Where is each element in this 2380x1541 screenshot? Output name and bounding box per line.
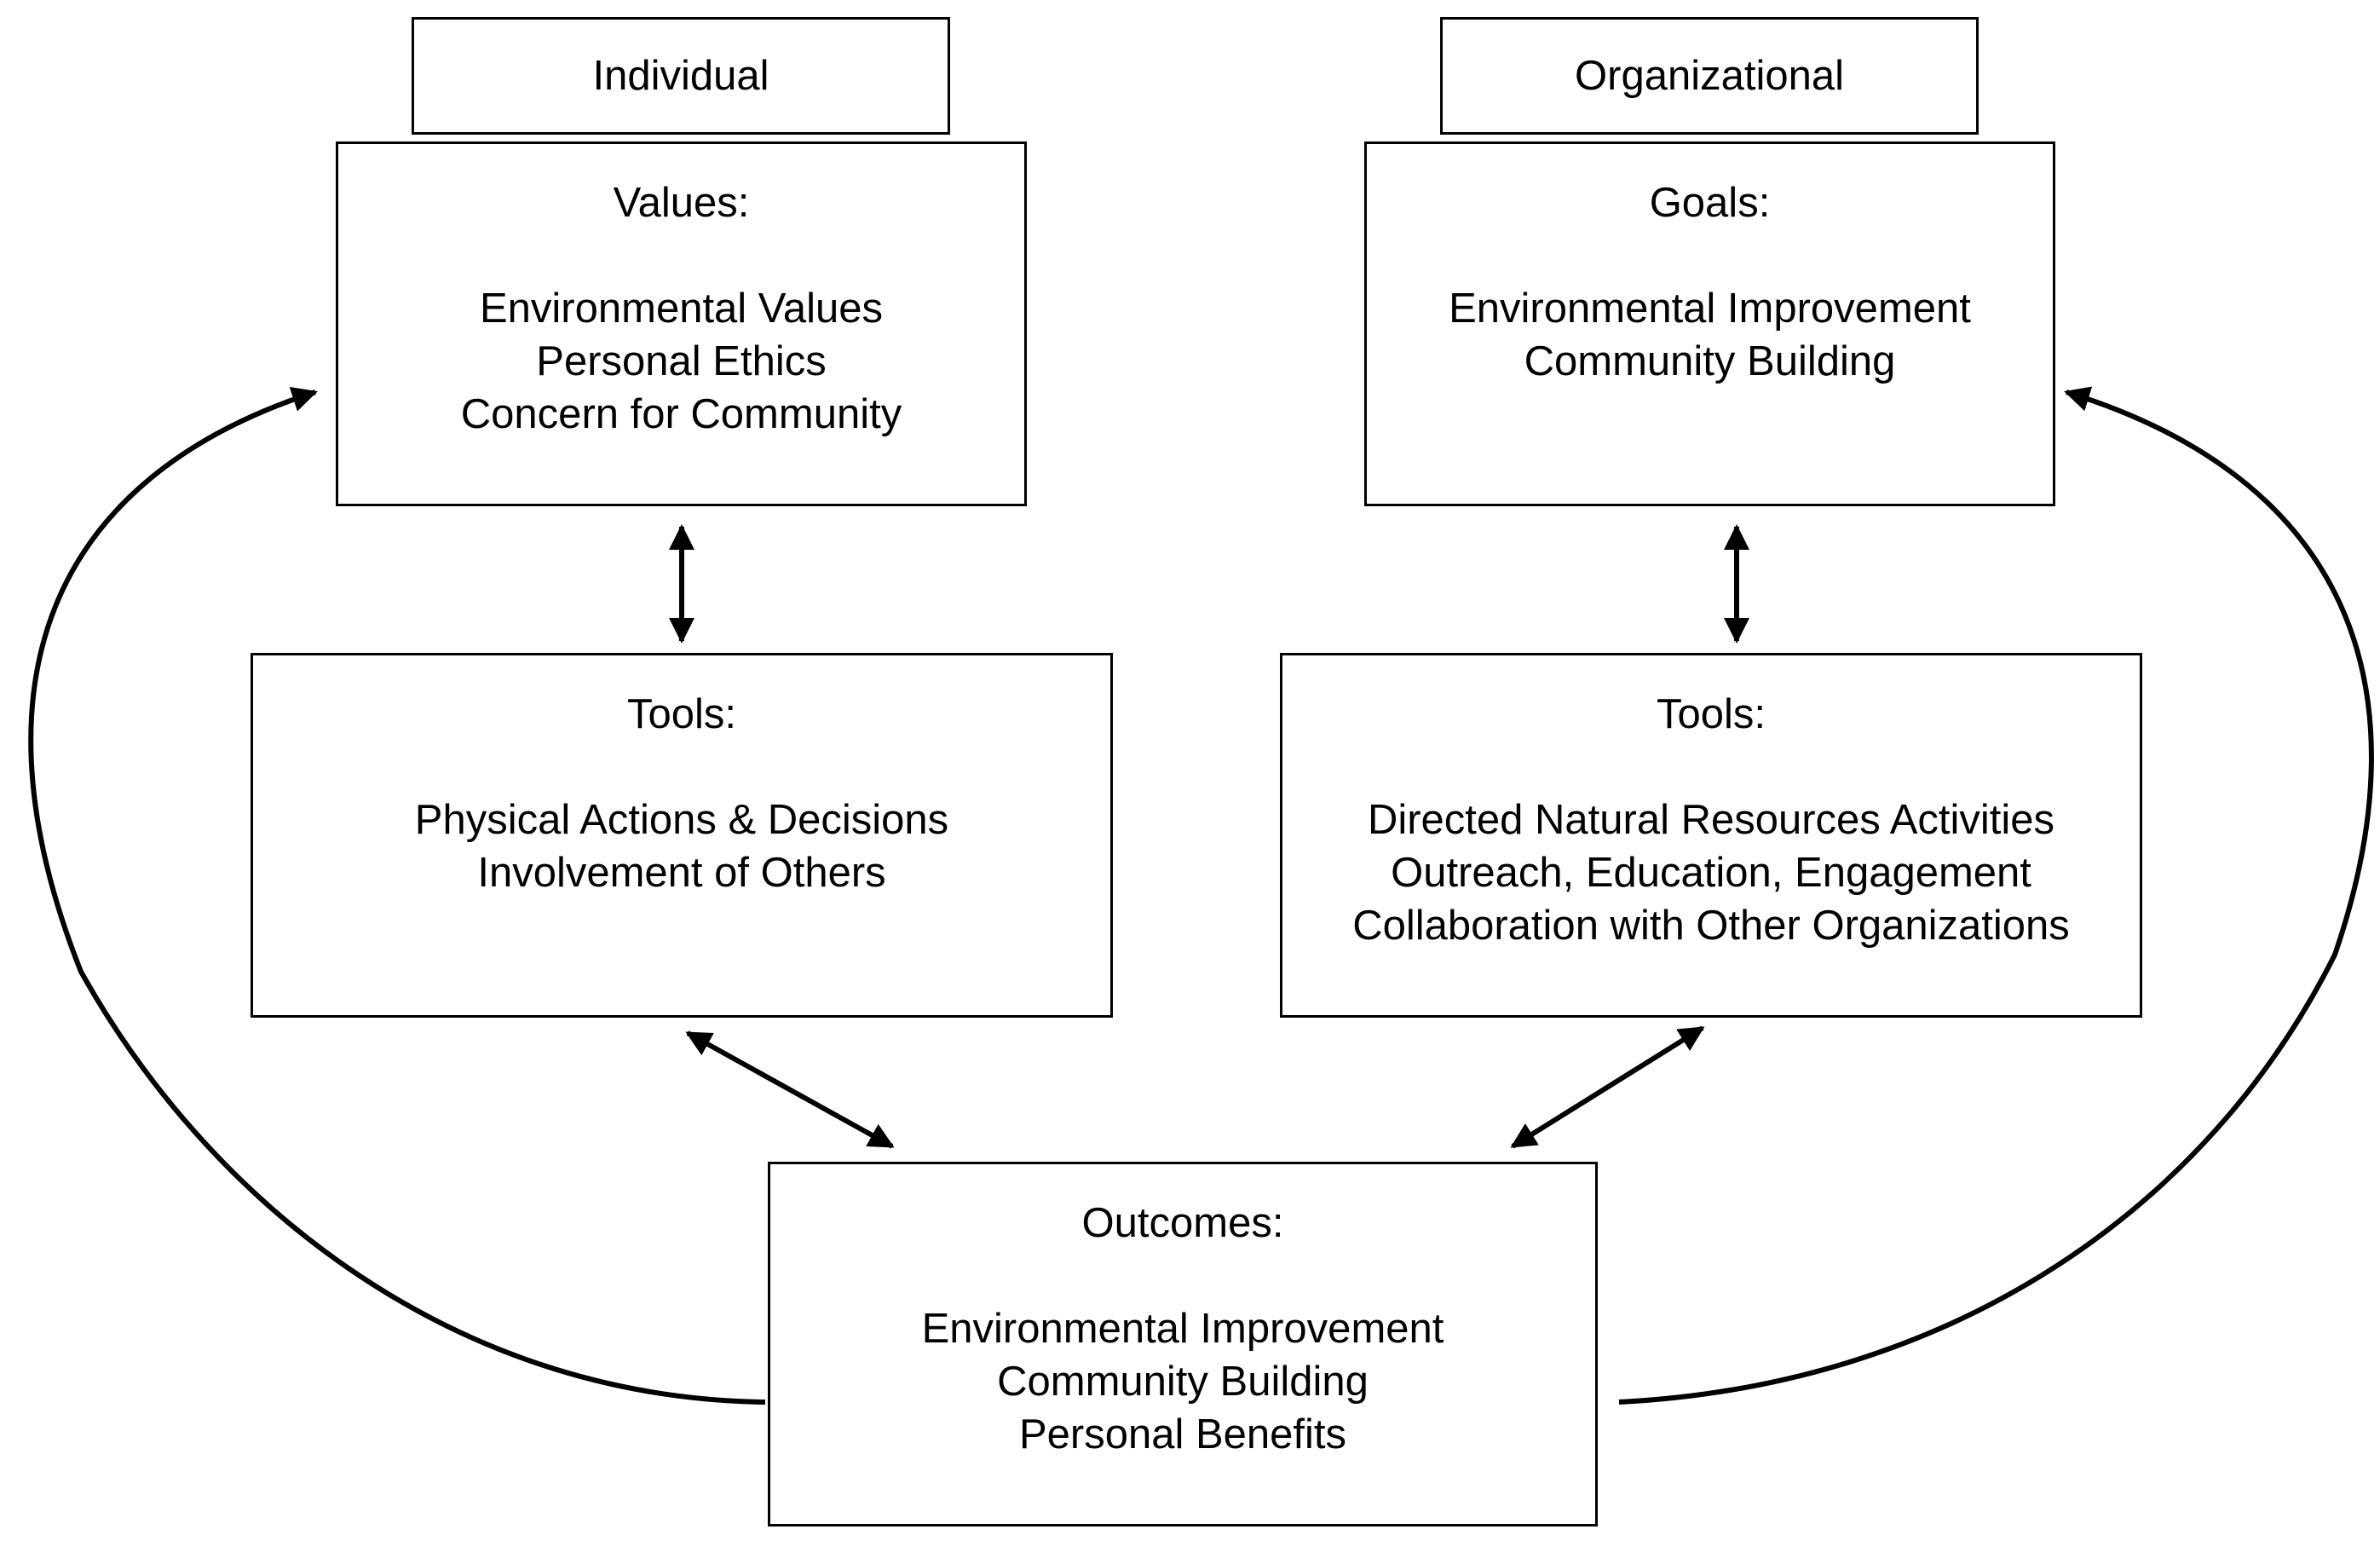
individual-tools-box: Tools: Physical Actions & Decisions Invo… <box>251 653 1113 1018</box>
outcomes-to-goals-loop <box>1618 386 2374 1405</box>
organizational-header-label: Organizational <box>1575 53 1844 99</box>
values-item: Concern for Community <box>460 391 902 437</box>
goals-title: Goals: <box>1649 180 1771 226</box>
organizational-tools-item: Directed Natural Resources Activities <box>1367 797 2055 843</box>
organizational-tools-box: Tools: Directed Natural Resources Activi… <box>1280 653 2142 1018</box>
outcomes-to-values-loop <box>28 387 766 1405</box>
outcomes-title: Outcomes: <box>1081 1200 1284 1246</box>
organizational-tools-item: Outreach, Education, Engagement <box>1391 850 2031 896</box>
values-title: Values: <box>613 180 750 226</box>
values-box: Values: Environmental Values Personal Et… <box>336 141 1027 506</box>
values-item: Personal Ethics <box>536 338 827 384</box>
organizational-tools-item: Collaboration with Other Organizations <box>1352 903 2070 949</box>
values-item: Environmental Values <box>479 286 883 332</box>
individual-tools-item: Involvement of Others <box>477 850 886 896</box>
outcomes-item: Community Building <box>997 1359 1369 1405</box>
outcomes-item: Environmental Improvement <box>921 1306 1444 1352</box>
goals-item: Environmental Improvement <box>1449 286 1971 332</box>
goals-box: Goals: Environmental Improvement Communi… <box>1364 141 2055 506</box>
outcomes-box: Outcomes: Environmental Improvement Comm… <box>768 1162 1598 1527</box>
goals-item: Community Building <box>1524 338 1896 384</box>
individual-header: Individual <box>412 17 950 135</box>
organizational-header: Organizational <box>1440 17 1979 135</box>
individual-tools-outcomes-arrow <box>685 1030 895 1149</box>
organizational-tools-title: Tools: <box>1656 691 1766 737</box>
individual-tools-item: Physical Actions & Decisions <box>414 797 949 843</box>
organizational-tools-outcomes-arrow <box>1510 1025 1705 1149</box>
individual-tools-title: Tools: <box>626 691 736 737</box>
outcomes-item: Personal Benefits <box>1018 1411 1347 1457</box>
individual-header-label: Individual <box>592 53 769 99</box>
